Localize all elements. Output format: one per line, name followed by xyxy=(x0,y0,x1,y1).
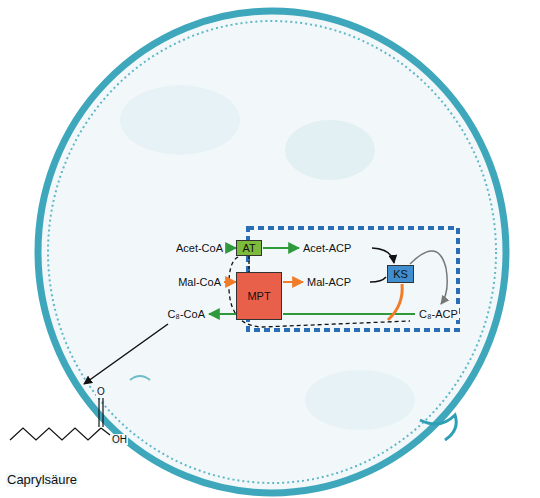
enzyme-label: MPT xyxy=(247,291,270,302)
enzyme-box: AT xyxy=(236,240,262,256)
compound-name: Caprylsäure xyxy=(6,473,78,487)
enzyme-box: MPT xyxy=(236,272,282,320)
metabolite-label: Acet-CoA xyxy=(175,242,224,254)
metabolite-label: Mal-CoA xyxy=(177,276,222,288)
enzyme-label: KS xyxy=(393,269,408,280)
enzyme-box: KS xyxy=(387,265,414,283)
transfer-connector xyxy=(248,256,249,272)
enzyme-label: AT xyxy=(242,243,255,254)
metabolite-label: Acet-ACP xyxy=(302,242,352,254)
metabolite-label: C₈-CoA xyxy=(166,308,206,320)
metabolite-label: Mal-ACP xyxy=(306,276,352,288)
atom-label: O xyxy=(96,386,106,397)
metabolite-label: C₈-ACP xyxy=(418,308,459,320)
atom-label: OH xyxy=(111,434,128,445)
